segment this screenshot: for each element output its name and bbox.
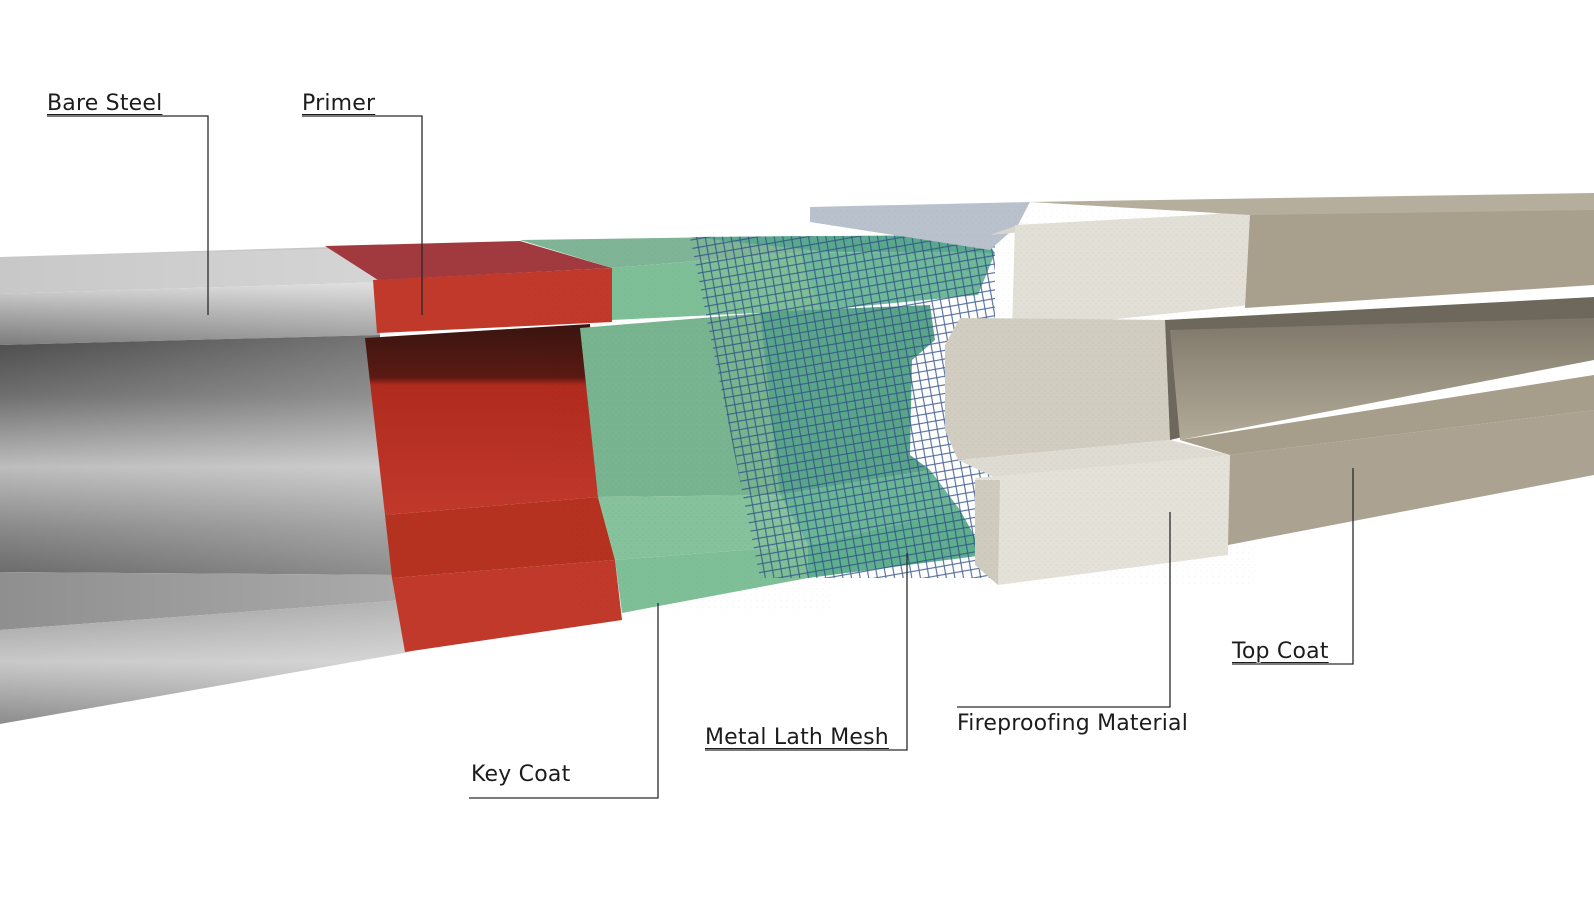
leader-line-metal-lath-mesh: [705, 553, 908, 751]
label-key-coat: Key Coat: [471, 762, 571, 787]
label-top-coat: Top Coat: [1232, 639, 1329, 664]
leader-line-bare-steel: [47, 115, 209, 315]
leader-line-primer: [302, 115, 423, 315]
leader-line-top-coat: [1232, 468, 1354, 665]
leader-line-fireproofing-material: [957, 512, 1171, 708]
label-metal-lath-mesh: Metal Lath Mesh: [705, 725, 889, 750]
label-fireproofing-material: Fireproofing Material: [957, 711, 1189, 736]
leader-line-key-coat: [469, 603, 659, 799]
leader-lines: [47, 115, 1354, 799]
top-coat-section: [1030, 193, 1594, 545]
label-primer: Primer: [302, 91, 376, 116]
label-bare-steel: Bare Steel: [47, 91, 163, 116]
bare-steel-section: [0, 247, 410, 724]
fireproofing-material-section: [810, 202, 1255, 585]
